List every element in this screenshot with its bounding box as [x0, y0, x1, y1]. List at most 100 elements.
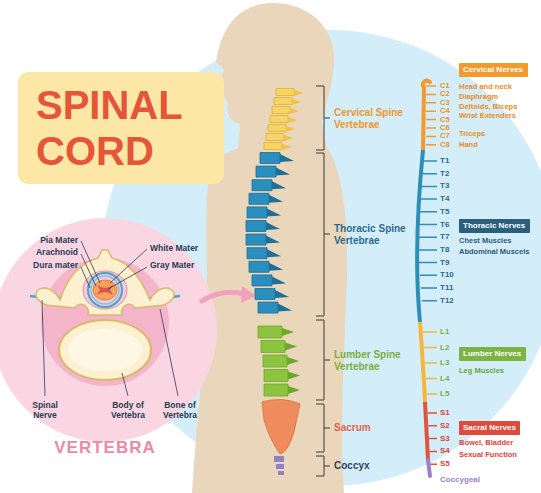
segment-label: Coccygeal — [440, 475, 480, 484]
label-holder: T4 — [440, 195, 449, 204]
label-holder: Diaphragm — [459, 93, 498, 102]
nerve-tick — [419, 161, 438, 301]
cord-thoracic — [417, 150, 423, 322]
nerve-group-box: Lumber Nerves — [459, 347, 526, 361]
label-holder: Coccyx — [334, 460, 414, 472]
segment-label: C7 — [440, 132, 450, 141]
function-label: Sexual Function — [459, 451, 517, 460]
lumbar-vertebra — [258, 326, 288, 396]
cord-coccygeal — [428, 460, 430, 476]
label-holder: Spinal Nerve — [22, 401, 68, 421]
figure-caption: VERTEBRA — [54, 438, 156, 458]
label-holder: Wrist Extenders — [459, 112, 516, 121]
function-label: Abdominal Muscels — [459, 248, 529, 257]
coccyx — [274, 456, 284, 475]
segment-label: L1 — [440, 327, 449, 336]
nerve-tick — [426, 86, 436, 145]
label-holder: T3 — [440, 182, 449, 191]
pointer-arrow — [200, 292, 244, 302]
label-holder: S1 — [440, 408, 450, 417]
nerve-group-box: Thoracic Nerves — [459, 219, 530, 233]
cord-cervical — [423, 81, 430, 150]
label-holder: Bone of Vertebra — [157, 401, 203, 421]
label-holder: Body of Vertebra — [105, 401, 151, 421]
function-label: Diaphragm — [459, 93, 498, 102]
segment-label: T12 — [440, 296, 454, 305]
segment-label: T8 — [440, 245, 449, 254]
label-holder: Bowel, Bladder — [459, 439, 513, 448]
function-label: Deltoids, Biceps — [459, 102, 517, 111]
segment-label: C8 — [440, 140, 450, 149]
label-holder: C3 — [440, 98, 450, 107]
segment-label: C1 — [440, 82, 450, 91]
region-label: Coccyx — [334, 460, 414, 472]
label-holder: Head and neck — [459, 83, 512, 92]
thoracic-vertebra — [246, 153, 280, 314]
label-holder: Cervical Spine Vertebrae — [334, 107, 414, 130]
segment-label: T2 — [440, 169, 449, 178]
label-holder: C6 — [440, 124, 450, 133]
function-label: Wrist Extenders — [459, 112, 516, 121]
label-holder: Dura mater — [33, 261, 78, 271]
title-holder: SPINAL CORD — [36, 82, 206, 174]
segment-label: T6 — [440, 220, 449, 229]
title-text: SPINAL CORD — [36, 82, 206, 174]
label-holder: Sacrum — [334, 422, 414, 434]
part-label: White Mater — [150, 244, 198, 254]
region-label: Sacrum — [334, 422, 414, 434]
part-label: Dura mater — [33, 261, 78, 271]
function-label: Leg Muscles — [459, 367, 504, 376]
label-holder: S2 — [440, 421, 450, 430]
cord-lumbar — [420, 322, 425, 402]
segment-label: S5 — [440, 460, 450, 469]
region-label: Lumber Spine Vertebrae — [334, 349, 414, 372]
label-holder: T11 — [440, 283, 453, 292]
segment-label: T5 — [440, 207, 449, 216]
segment-label: S4 — [440, 447, 450, 456]
label-holder: White Mater — [150, 244, 198, 254]
label-holder: T7 — [440, 233, 449, 242]
label-holder: S3 — [440, 434, 450, 443]
segment-label: T9 — [440, 258, 449, 267]
nerve-group-box: Sacral Nerves — [459, 421, 520, 435]
function-label: Chest Muscles — [459, 237, 512, 246]
region-label: Thoracic Spine Vertebrae — [334, 223, 414, 246]
label-holder: L3 — [440, 358, 449, 367]
label-holder: Chest Muscles — [459, 237, 512, 246]
segment-label: L4 — [440, 374, 449, 383]
pointer-arrowhead — [241, 286, 256, 303]
label-holder: T1 — [440, 156, 449, 165]
label-holder: T10 — [440, 271, 454, 280]
cervical-process — [282, 90, 303, 150]
segment-label: L2 — [440, 343, 449, 352]
part-label: Bone of Vertebra — [157, 401, 203, 421]
label-holder: T8 — [440, 245, 449, 254]
cord-sacral — [425, 402, 428, 460]
label-holder: VERTEBRA — [54, 438, 156, 458]
part-label: Body of Vertebra — [105, 401, 151, 421]
nerve-group-title: Lumber Nerves — [463, 349, 522, 358]
segment-label: S3 — [440, 434, 450, 443]
label-holder: L2 — [440, 343, 449, 352]
label-holder: Arachnoid — [36, 248, 78, 258]
spinal-canal — [83, 271, 127, 309]
segment-label: S2 — [440, 421, 450, 430]
label-holder: T12 — [440, 296, 454, 305]
nerve-tick — [428, 413, 437, 464]
function-label: Hand — [459, 141, 478, 150]
label-holder: L1 — [440, 327, 449, 336]
spinal-cord-section — [93, 280, 117, 300]
lumbar-process — [282, 328, 300, 394]
part-label: Gray Mater — [150, 261, 194, 271]
segment-label: L3 — [440, 358, 449, 367]
label-holder: L5 — [440, 389, 449, 398]
label-holder: S5 — [440, 460, 450, 469]
label-holder: T6 — [440, 220, 449, 229]
segment-label: C6 — [440, 124, 450, 133]
label-holder: C2 — [440, 90, 450, 99]
label-holder: Lumber Spine Vertebrae — [334, 349, 414, 372]
vertebra-body-inner — [68, 328, 142, 372]
function-label: Triceps — [459, 130, 485, 139]
title-box — [18, 72, 224, 184]
